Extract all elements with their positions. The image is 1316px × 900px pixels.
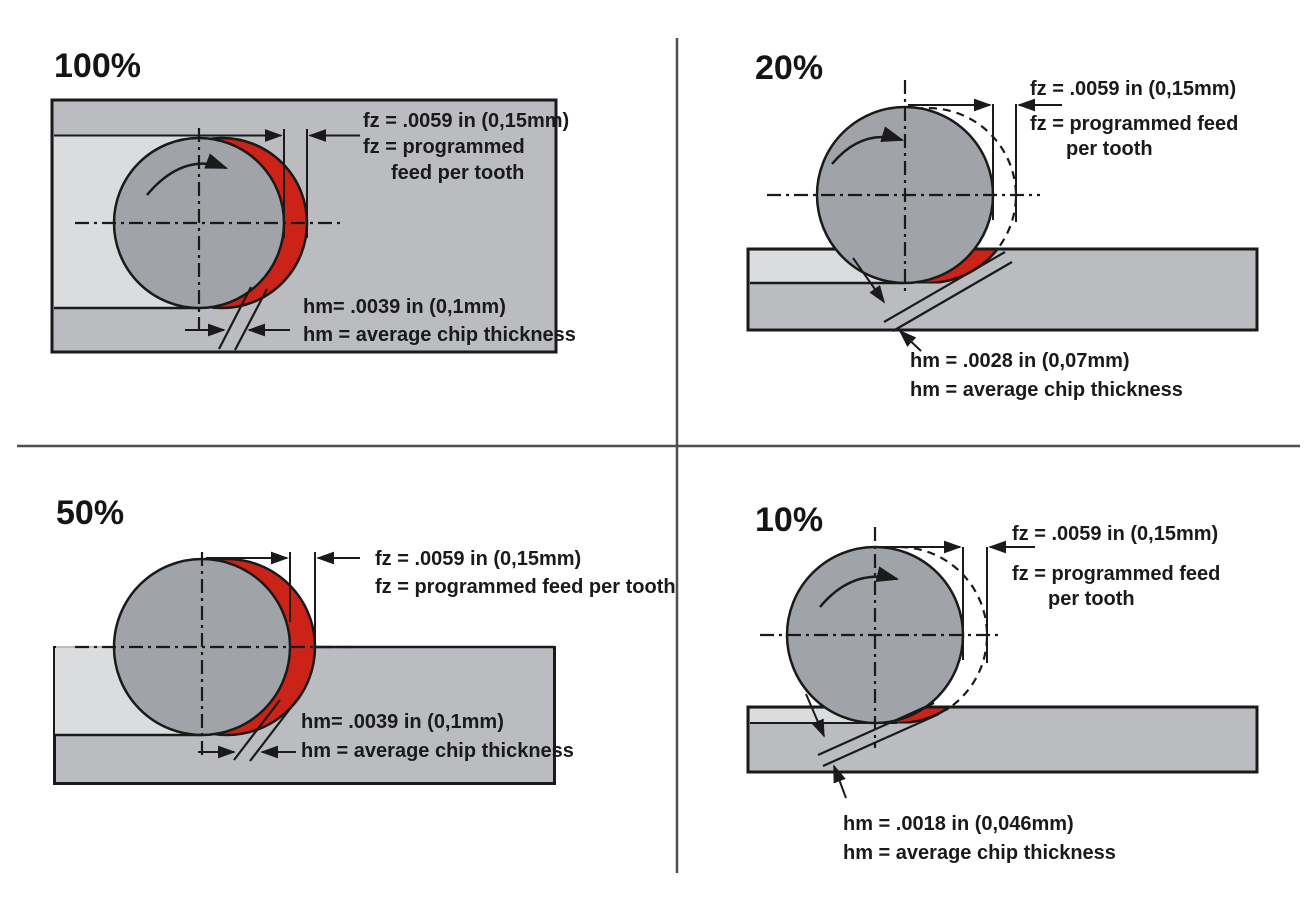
hm-desc-label: hm = average chip thickness xyxy=(910,379,1183,401)
fz-desc-line2: per tooth xyxy=(1048,588,1135,610)
fz-value-label: fz = .0059 in (0,15mm) xyxy=(1030,78,1236,100)
fz-value-label: fz = .0059 in (0,15mm) xyxy=(375,548,581,570)
rotation-arrow xyxy=(146,153,229,196)
panel-20-percent: 20% fz = .0059 in (0,15mm) fz = programm… xyxy=(746,49,1259,401)
hm-desc-label: hm = average chip thickness xyxy=(303,324,576,346)
rotation-arrow xyxy=(831,126,905,165)
tooth-path-dashed-arc xyxy=(914,106,1018,253)
fz-value-label: fz = .0059 in (0,15mm) xyxy=(363,110,569,132)
fz-desc-line1: fz = programmed feed xyxy=(1030,113,1238,135)
hm-arrow-upper xyxy=(852,257,886,304)
hm-value-label: hm= .0039 in (0,1mm) xyxy=(301,711,504,733)
fz-desc-line1: fz = programmed feed per tooth xyxy=(375,576,676,598)
hm-chip-line-2 xyxy=(234,288,268,351)
hm-desc-label: hm = average chip thickness xyxy=(843,842,1116,864)
hm-value-label: hm = .0018 in (0,046mm) xyxy=(843,813,1074,835)
panel-100-percent: 100% fz = .0059 in (0,15mm) fz = program… xyxy=(50,47,576,354)
hm-chip-line-1 xyxy=(817,701,935,757)
hm-arrow-lower xyxy=(833,764,847,799)
hm-value-label: hm= .0039 in (0,1mm) xyxy=(303,296,506,318)
workpiece-border xyxy=(53,646,556,785)
panel-50-percent: 50% fz = .0059 in (0,15mm) fz = programm… xyxy=(53,494,676,785)
fz-desc-line2: feed per tooth xyxy=(391,162,524,184)
hm-arrow-lower xyxy=(898,329,922,352)
panel-10-percent: 10% fz = .0059 in (0,15mm) fz = programm… xyxy=(746,501,1259,864)
hm-chip-line-2 xyxy=(892,261,1013,332)
hm-chip-line-2 xyxy=(249,700,297,762)
hm-arrow-upper xyxy=(805,693,825,738)
hm-chip-line-1 xyxy=(233,699,281,761)
hm-chip-line-1 xyxy=(883,251,1006,323)
percent-label: 50% xyxy=(56,494,124,532)
hm-desc-label: hm = average chip thickness xyxy=(301,740,574,762)
percent-label: 100% xyxy=(54,47,141,85)
percent-label: 10% xyxy=(755,501,823,539)
hm-chip-line-1 xyxy=(218,286,252,350)
fz-desc-line1: fz = programmed feed xyxy=(1012,563,1220,585)
hm-value-label: hm = .0028 in (0,07mm) xyxy=(910,350,1130,372)
percent-label: 20% xyxy=(755,49,823,87)
tooth-path-dashed-arc xyxy=(885,545,989,711)
hm-chip-line-2 xyxy=(822,712,940,768)
fz-desc-line2: per tooth xyxy=(1066,138,1153,160)
fz-value-label: fz = .0059 in (0,15mm) xyxy=(1012,523,1218,545)
rotation-arrow xyxy=(819,566,900,608)
fz-desc-line1: fz = programmed xyxy=(363,136,525,158)
